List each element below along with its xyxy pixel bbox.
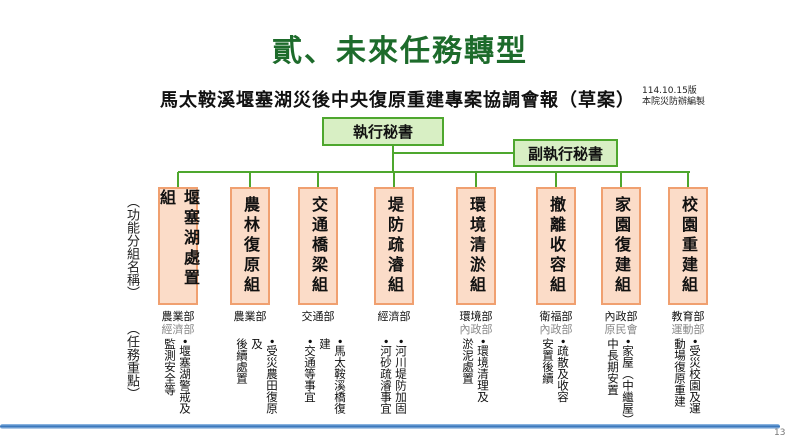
group-box: 農林復原組 (230, 187, 270, 305)
support-ministry: 內政部 (539, 323, 573, 336)
task-line: 中長期安置 (606, 338, 620, 396)
connector-line (620, 172, 622, 187)
deputy-secretary-box: 副執行秘書 (513, 139, 618, 167)
task-line: 監測安全等 (163, 338, 177, 396)
task-line: 安置後續 (541, 338, 555, 384)
footer-wave (0, 424, 780, 429)
connector-line (475, 172, 477, 187)
ministries: 農業部 (220, 310, 280, 323)
support-ministry: 運動部 (671, 323, 705, 336)
task-line: •堰塞湖警戒及 (178, 338, 192, 414)
support-ministry: 經濟部 (161, 323, 195, 336)
lead-ministry: 農業部 (233, 310, 267, 323)
task-line: 動場復原重建 (673, 338, 687, 407)
task-line: •疏散及收容 (556, 338, 570, 403)
group-box: 交通橋梁組 (298, 187, 338, 305)
connector-line (393, 172, 395, 187)
lead-ministry: 衛福部 (539, 310, 573, 323)
task-line: •河砂疏濬事宜 (379, 338, 393, 414)
task-line: 後續處置 (235, 338, 249, 384)
group-box: 堰塞湖處置組 (157, 187, 200, 305)
task-text: •堰塞湖警戒及監測安全等 (162, 338, 192, 423)
task-line: 淤泥處置 (461, 338, 475, 384)
task-line: •交通等事宜 (303, 338, 317, 403)
task-line: •環境清理及 (476, 338, 490, 403)
lead-ministry: 交通部 (301, 310, 335, 323)
task-text: •受災校園及運動場復原重建 (672, 338, 702, 423)
group-box: 校園重建組 (668, 187, 708, 305)
connector-line (393, 152, 513, 154)
task-line: •河川堤防加固 (394, 338, 408, 414)
lead-ministry: 農業部 (161, 310, 195, 323)
version: 114.10.15版 (642, 86, 697, 96)
connector-line (687, 172, 689, 187)
connector-line (392, 146, 394, 172)
lead-ministry: 經濟部 (377, 310, 411, 323)
group-box: 撤離收容組 (536, 187, 576, 305)
ministries: 交通部 (288, 310, 348, 323)
task-text: •河川堤防加固•河砂疏濬事宜 (378, 338, 408, 423)
connector-line (249, 172, 251, 187)
version-note: 114.10.15版 本院災防辦編製 (642, 86, 705, 108)
ministries: 農業部 經濟部 (148, 310, 208, 336)
task-text: •受災農田復原及後續處置 (234, 338, 279, 423)
support-ministry: 內政部 (459, 323, 493, 336)
ministries: 衛福部 內政部 (526, 310, 586, 336)
group-box: 堤防疏濬組 (374, 187, 414, 305)
exec-secretary-box: 執行秘書 (322, 117, 444, 146)
chart-subtitle: 馬太鞍溪堰塞湖災後中央復原重建專案協調會報（草案） (160, 90, 635, 111)
task-text: •環境清理及淤泥處置 (460, 338, 490, 423)
group-box: 家園復建組 (601, 187, 641, 305)
connector-line (178, 171, 690, 173)
author: 本院災防辦編製 (642, 97, 706, 107)
side-label-tasks: （任務重點） (124, 322, 139, 400)
lead-ministry: 環境部 (459, 310, 493, 323)
task-text: •疏散及收容安置後續 (540, 338, 570, 423)
connector-line (317, 172, 319, 187)
ministries: 教育部 運動部 (658, 310, 718, 336)
task-text: •家屋（中繼屋）中長期安置 (605, 338, 635, 426)
group-box: 環境清淤組 (456, 187, 496, 305)
task-line: •受災校園及運 (688, 338, 702, 414)
connector-line (555, 172, 557, 187)
task-line: •受災農田復原及 (250, 338, 279, 414)
ministries: 環境部 內政部 (446, 310, 506, 336)
side-label-groups: （功能分組名稱） (124, 195, 139, 299)
connector-line (177, 172, 179, 187)
lead-ministry: 教育部 (671, 310, 705, 323)
slide-title: 貳、未來任務轉型 (272, 34, 528, 69)
support-ministry: 原民會 (604, 323, 638, 336)
ministries: 內政部 原民會 (591, 310, 651, 336)
ministries: 經濟部 (364, 310, 424, 323)
page-number: 13 (774, 428, 786, 438)
task-line: •馬太鞍溪橋復建 (318, 338, 347, 414)
task-text: •馬太鞍溪橋復建•交通等事宜 (302, 338, 347, 423)
task-line: •家屋（中繼屋） (621, 338, 635, 426)
lead-ministry: 內政部 (604, 310, 638, 323)
